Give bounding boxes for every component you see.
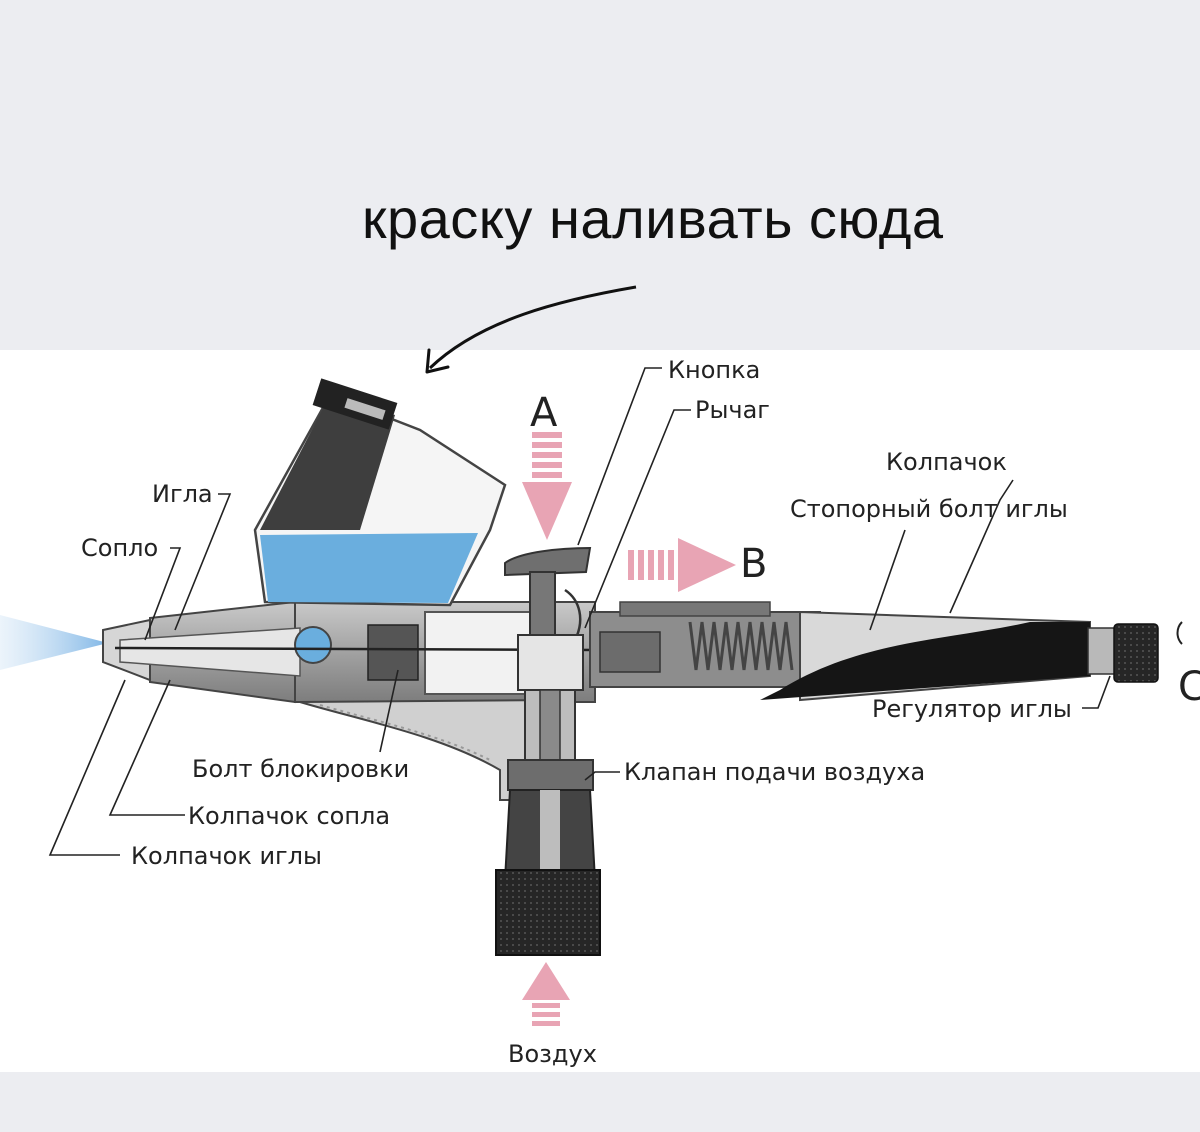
marker-a: А	[530, 390, 558, 436]
marker-b: В	[740, 541, 767, 587]
leader-lines	[48, 367, 1111, 856]
paint-cup	[253, 378, 507, 607]
label-nozzle: Сопло	[81, 534, 158, 562]
label-air-valve: Клапан подачи воздуха	[624, 758, 925, 786]
arrow-b-right	[628, 538, 736, 592]
spray-cone	[0, 615, 108, 670]
label-button: Кнопка	[668, 356, 760, 384]
label-lever: Рычаг	[695, 396, 770, 424]
label-lock-bolt: Болт блокировки	[192, 755, 409, 783]
label-air: Воздух	[508, 1040, 597, 1068]
arrow-air-up	[522, 962, 570, 1026]
arrow-a-down	[522, 432, 572, 540]
label-needle: Игла	[152, 480, 213, 508]
headline-pointer-arrow	[425, 285, 637, 374]
headline: краску наливать сюда	[362, 187, 944, 250]
arrow-c-rotate	[1176, 621, 1183, 645]
bottom-background	[0, 1072, 1200, 1132]
trigger-assembly	[495, 546, 601, 956]
label-nozzle-cap: Колпачок сопла	[188, 802, 390, 830]
label-needle-regulator: Регулятор иглы	[872, 695, 1072, 723]
marker-c: С	[1178, 664, 1200, 710]
top-background	[0, 0, 1200, 350]
label-cap: Колпачок	[886, 448, 1007, 476]
label-needle-lock-bolt: Стопорный болт иглы	[790, 495, 1068, 523]
label-needle-cap: Колпачок иглы	[131, 842, 322, 870]
